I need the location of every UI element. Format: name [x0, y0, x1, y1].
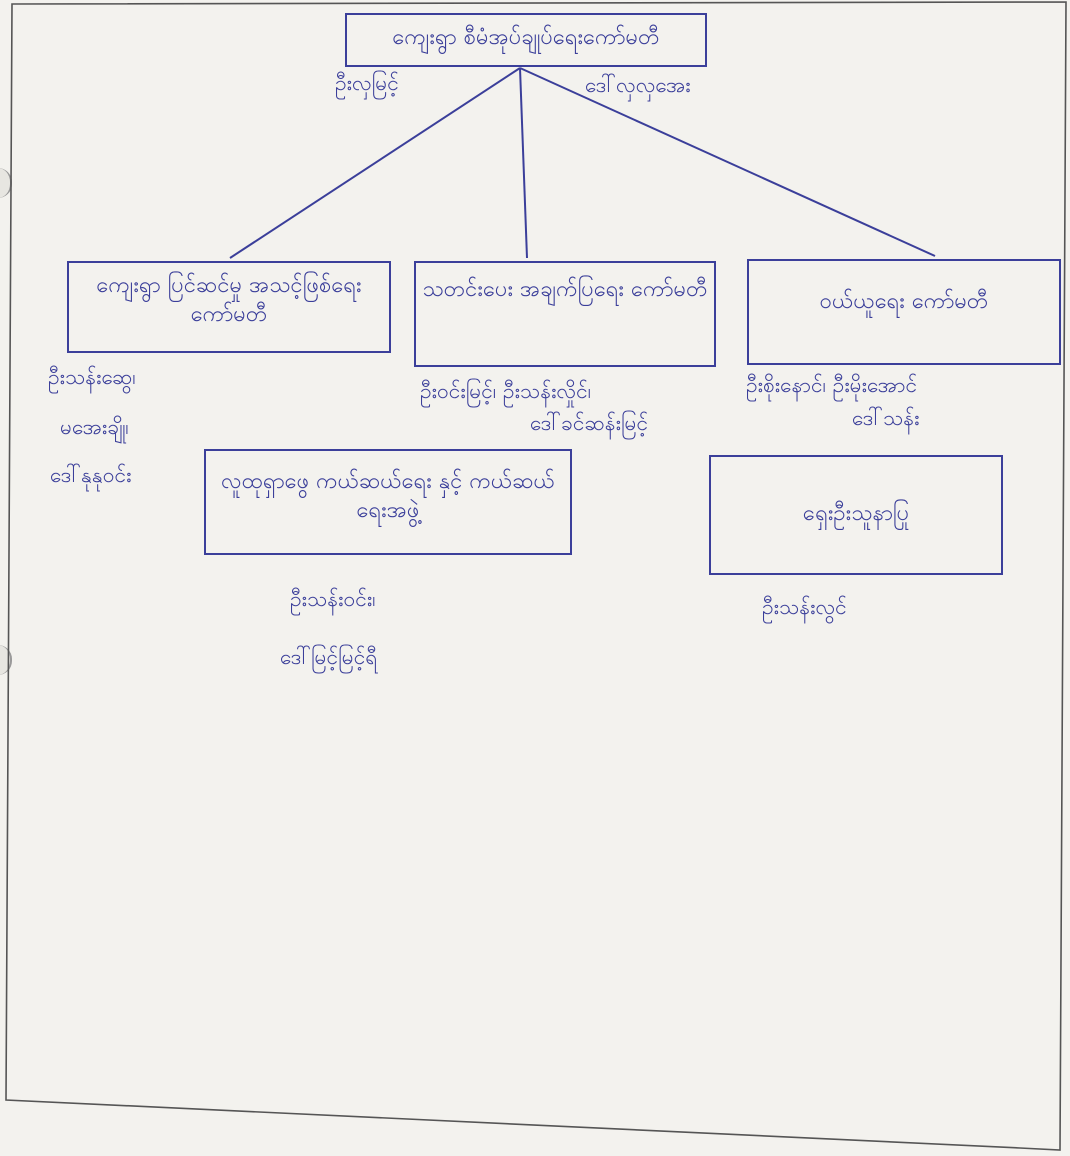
committee-box-2: [414, 261, 716, 367]
committee-3-member-1: ဦးစိုးနောင်၊ ဦးမိုးအောင်: [746, 373, 918, 397]
subcommittee-box-2: [709, 455, 1003, 575]
committee-3-member-2: ဒေါ်သန်း: [852, 406, 920, 430]
committee-1-member-1: ဦးသန်းဆွေ၊: [48, 365, 136, 389]
committee-3-title: ဝယ်ယူရေး ကော်မတီ: [819, 289, 989, 314]
committee-box-3: [747, 259, 1061, 365]
connector-left: [229, 67, 521, 259]
committee-2-title: သတင်းပေး အချက်ပြရေး ကော်မတီ: [422, 277, 708, 302]
root-box: [345, 13, 707, 67]
subcommittee-1-title: လူထုရှာဖွေ ကယ်ဆယ်ရေး နှင့် ကယ်ဆယ်ရေးအဖွဲ…: [221, 469, 555, 523]
subcommittee-2-title: ရှေးဦးသူနာပြု: [802, 501, 910, 526]
committee-1-member-3: ဒေါ်နုနုဝင်း: [50, 463, 132, 487]
subcommittee-1-member-2: ဒေါ်မြင့်မြင့်ရီ: [280, 645, 378, 669]
page-frame: [5, 1, 1067, 1151]
committee-1-member-2: မအေးချို၊: [60, 415, 129, 439]
subcommittee-1-member-1: ဦးသန်းဝင်း၊: [290, 587, 376, 611]
committee-box-1: [67, 261, 391, 353]
subcommittee-2-member-1: ဦးသန်းလွင်: [762, 595, 847, 619]
root-member-left: ဦးလှမြင့်: [335, 71, 399, 95]
subcommittee-box-1: [204, 449, 572, 555]
root-title: ကျေးရွာ စီမံအုပ်ချုပ်ရေးကော်မတီ: [392, 25, 660, 50]
committee-2-member-1: ဦးဝင်းမြင့်၊ ဦးသန်းလှိုင်၊: [420, 379, 592, 403]
committee-2-member-2: ဒေါ်ခင်ဆန်းမြင့်: [530, 411, 649, 435]
connector-right: [519, 67, 936, 257]
connector-middle: [519, 67, 528, 259]
root-member-right: ဒေါ်လှလှအေး: [585, 73, 691, 97]
committee-1-title: ကျေးရွာ ပြင်ဆင်မှု အသင့်ဖြစ်ရေး ကော်မတီ: [96, 273, 362, 327]
